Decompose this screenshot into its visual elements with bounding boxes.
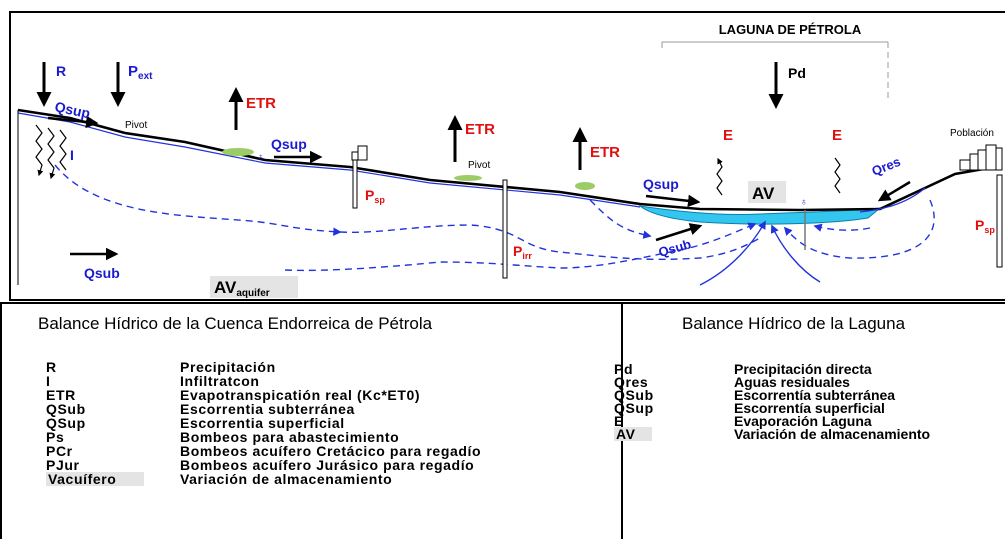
label-E-2: E	[832, 127, 842, 144]
groundwater-flow-2	[339, 224, 761, 261]
arrow-Qsup-right	[645, 194, 701, 208]
label-Qsup-left: Qsup	[53, 98, 91, 121]
label-Pd: Pd	[788, 65, 806, 81]
label-Qsub-right: Qsub	[657, 236, 693, 260]
legend-description: Escorrentía superficial	[734, 400, 885, 416]
evaporation-2	[834, 157, 841, 194]
label-Qsub-left: Qsub	[84, 265, 120, 281]
arrow-Qsup-left	[47, 115, 99, 129]
groundwater-flow-8	[813, 223, 871, 232]
label-ETR-3: ETR	[590, 144, 620, 161]
legend-description: Infiltratcon	[180, 373, 260, 389]
legend-symbol: QSup	[614, 400, 654, 416]
groundwater-flow-3	[284, 222, 757, 272]
legend-symbol: AV	[614, 427, 652, 441]
evaporation-1	[716, 157, 723, 196]
arrow-Qsub-right	[655, 223, 703, 242]
legend-symbol: PCr	[46, 443, 73, 459]
legend-symbol: Vacuífero	[46, 472, 145, 486]
vegetation-2	[454, 175, 482, 181]
legend-symbol: Qres	[614, 374, 649, 390]
label-pivot-left: Pivot	[125, 120, 147, 131]
infiltration-3	[59, 129, 67, 171]
header-title: LAGUNA DE PÉTROLA	[719, 22, 862, 37]
groundwater-flow-4	[589, 199, 652, 239]
well-irrigation	[502, 179, 508, 279]
legend-symbol: ETR	[46, 387, 76, 403]
legend-description: Evaporación Laguna	[734, 413, 872, 429]
buildings-town	[959, 144, 1003, 171]
legend-basin-title: Balance Hídrico de la Cuenca Endorreica …	[38, 314, 433, 333]
legend-description: Escorrentia subterránea	[180, 401, 355, 417]
groundwater-flow-7	[783, 199, 935, 259]
label-Psp-mid: Psp	[365, 187, 385, 205]
legend-symbol: E	[614, 413, 624, 429]
legend-symbol: QSup	[46, 415, 86, 431]
label-Pext: Pext	[128, 63, 153, 82]
legend-description: Evapotranspicatión real (Kc*ET0)	[180, 387, 421, 403]
legend-symbol: R	[46, 359, 57, 375]
label-AV-aquifer-background	[210, 276, 298, 298]
label-Qres: Qres	[870, 154, 903, 179]
legend-lake-title: Balance Hídrico de la Laguna	[682, 314, 906, 333]
legend-symbol: Pd	[614, 361, 634, 377]
vegetation-3	[575, 182, 595, 190]
label-R: R	[56, 63, 66, 79]
well-supply-right	[996, 174, 1003, 268]
legend-symbol: Ps	[46, 429, 65, 445]
legend-description: Precipitación	[180, 359, 276, 375]
legend-description: Bombeos para abastecimiento	[180, 429, 400, 445]
legend-description: Escorrentia superficial	[180, 415, 345, 431]
label-ETR-1: ETR	[246, 95, 276, 112]
well-supply-mid	[352, 159, 358, 209]
label-AV-background	[748, 181, 786, 203]
legend-description: Aguas residuales	[734, 374, 850, 390]
label-Qsup-right: Qsup	[643, 176, 679, 192]
legend-description: Variación de almacenamiento	[180, 471, 393, 487]
legend-description: Precipitación directa	[734, 361, 872, 377]
label-AV: AV	[752, 184, 775, 203]
lake-shore	[859, 187, 926, 213]
legend-symbol: QSub	[46, 401, 86, 417]
label-Psp-right: Psp	[975, 217, 995, 235]
label-I: I	[70, 147, 74, 163]
infiltration-2	[47, 127, 56, 180]
cross-section-frame	[9, 11, 1005, 301]
legend-symbol: I	[46, 373, 51, 389]
spring-icon: ♁	[257, 152, 265, 163]
legend-lake: Balance Hídrico de la Laguna Pd Precipita…	[614, 304, 1005, 539]
lake-gauge-icon: ♁	[800, 197, 808, 208]
legend-description: Bombeos acuífero Cretácico para regadío	[180, 443, 482, 459]
legend-symbol: QSub	[614, 387, 654, 403]
label-ETR-2: ETR	[465, 121, 495, 138]
ground-surface	[17, 108, 996, 212]
label-Pirr: Pirr	[513, 243, 532, 261]
groundwater-flow-6	[770, 224, 821, 283]
groundwater-flow-1	[54, 164, 342, 236]
label-AV-aquifer: AVaquifer	[214, 278, 270, 299]
water-table	[17, 112, 641, 208]
label-pivot-mid: Pivot	[468, 160, 490, 171]
legend-basin: Balance Hídrico de la Cuenca Endorreica …	[0, 304, 620, 539]
arrow-Qres	[877, 180, 911, 202]
infiltration-1	[35, 124, 44, 177]
vegetation-1	[222, 148, 254, 156]
legend-symbol: PJur	[46, 457, 80, 473]
legend-description: Variación de almacenamiento	[734, 426, 931, 442]
label-E-1: E	[723, 127, 733, 144]
label-Qsup-mid: Qsup	[271, 136, 307, 152]
label-poblacion: Población	[950, 128, 994, 139]
legend-description: Bombeos acuífero Jurásico para regadío	[180, 457, 475, 473]
building-mid	[351, 145, 368, 161]
legend-description: Escorrentía subterránea	[734, 387, 896, 403]
groundwater-flow-5	[699, 220, 766, 286]
